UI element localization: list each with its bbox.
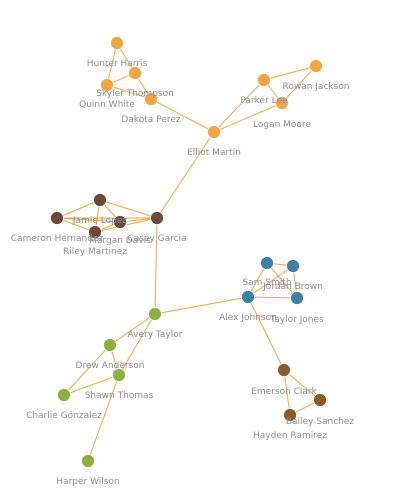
edge-alex-johnson-avery-taylor bbox=[154, 296, 249, 315]
node-label-logan-moore: Logan Moore bbox=[253, 120, 311, 130]
node-label-drew-anderson: Drew Anderson bbox=[76, 361, 145, 371]
edge-quinn-white-dakota-perez bbox=[106, 84, 152, 100]
edge-emerson-clark-bailey-sanchez bbox=[283, 369, 321, 401]
edge-avery-taylor-drew-anderson bbox=[109, 313, 156, 346]
edge-jamie-lopez-casey-garcia bbox=[99, 199, 158, 219]
node-jamie-lopez[interactable] bbox=[93, 193, 107, 207]
node-label-avery-taylor: Avery Taylor bbox=[128, 330, 183, 340]
edge-cameron-hernandez-morgan-davis bbox=[56, 217, 121, 223]
node-label-shawn-thomas: Shawn Thomas bbox=[85, 391, 154, 401]
node-emerson-clark[interactable] bbox=[277, 363, 291, 377]
node-quinn-white[interactable] bbox=[100, 78, 114, 92]
node-label-hayden-ramirez: Hayden Ramirez bbox=[253, 431, 327, 441]
node-jordan-brown[interactable] bbox=[286, 259, 300, 273]
edge-rowan-jackson-logan-moore bbox=[281, 65, 317, 104]
edge-avery-taylor-shawn-thomas bbox=[118, 313, 156, 376]
edge-sam-smith-taylor-jones bbox=[266, 262, 298, 299]
node-label-casey-garcia: Casey Garcia bbox=[127, 234, 186, 244]
node-label-quinn-white: Quinn White bbox=[79, 100, 135, 110]
node-label-skyler-thompson: Skyler Thompson bbox=[96, 89, 174, 99]
edge-alex-johnson-emerson-clark bbox=[247, 296, 285, 371]
node-logan-moore[interactable] bbox=[275, 96, 289, 110]
edge-shawn-thomas-charlie-gonzalez bbox=[63, 374, 120, 396]
node-harper-wilson[interactable] bbox=[81, 454, 95, 468]
edge-rowan-jackson-parker-lee bbox=[263, 65, 317, 81]
edge-alex-johnson-taylor-jones bbox=[247, 296, 298, 299]
node-label-morgan-davis: Morgan Davis bbox=[89, 236, 151, 246]
node-alex-johnson[interactable] bbox=[241, 290, 255, 304]
edge-drew-anderson-charlie-gonzalez bbox=[63, 344, 111, 396]
nodes-layer bbox=[50, 36, 327, 468]
node-label-rowan-jackson: Rowan Jackson bbox=[282, 82, 349, 92]
node-skyler-thompson[interactable] bbox=[128, 66, 142, 80]
edge-hunter-harris-quinn-white bbox=[106, 42, 118, 86]
node-drew-anderson[interactable] bbox=[103, 338, 117, 352]
node-elliot-martin[interactable] bbox=[207, 125, 221, 139]
node-hayden-ramirez[interactable] bbox=[283, 408, 297, 422]
node-label-alex-johnson: Alex Johnson bbox=[219, 313, 277, 323]
edge-casey-garcia-avery-taylor bbox=[154, 217, 158, 315]
node-morgan-davis[interactable] bbox=[113, 215, 127, 229]
node-label-jordan-brown: Jordan Brown bbox=[262, 282, 323, 292]
edge-shawn-thomas-harper-wilson bbox=[87, 374, 120, 462]
node-label-charlie-gonzalez: Charlie Gonzalez bbox=[26, 411, 102, 421]
node-hunter-harris[interactable] bbox=[110, 36, 124, 50]
node-label-emerson-clark: Emerson Clark bbox=[251, 387, 317, 397]
node-charlie-gonzalez[interactable] bbox=[57, 388, 71, 402]
node-label-sam-smith: Sam Smith bbox=[242, 278, 291, 288]
edge-jordan-brown-alex-johnson bbox=[247, 265, 294, 298]
node-label-jamie-lopez: Jamie Lopez bbox=[72, 216, 127, 226]
node-rowan-jackson[interactable] bbox=[309, 59, 323, 73]
node-label-taylor-jones: Taylor Jones bbox=[269, 315, 324, 325]
node-sam-smith[interactable] bbox=[260, 256, 274, 270]
node-cameron-hernandez[interactable] bbox=[50, 211, 64, 225]
node-casey-garcia[interactable] bbox=[150, 211, 164, 225]
node-riley-martinez[interactable] bbox=[88, 225, 102, 239]
node-bailey-sanchez[interactable] bbox=[313, 393, 327, 407]
node-taylor-jones[interactable] bbox=[290, 291, 304, 305]
node-label-harper-wilson: Harper Wilson bbox=[56, 477, 119, 487]
node-dakota-perez[interactable] bbox=[144, 92, 158, 106]
node-label-dakota-perez: Dakota Perez bbox=[121, 115, 180, 125]
edge-emerson-clark-hayden-ramirez bbox=[283, 369, 291, 416]
edge-elliot-martin-casey-garcia bbox=[156, 131, 215, 219]
node-parker-lee[interactable] bbox=[257, 73, 271, 87]
node-label-elliot-martin: Elliot Martin bbox=[187, 148, 241, 158]
node-shawn-thomas[interactable] bbox=[112, 368, 126, 382]
node-label-cameron-hernandez: Cameron Hernandez bbox=[11, 234, 104, 244]
edge-parker-lee-elliot-martin bbox=[213, 79, 265, 133]
edge-jamie-lopez-cameron-hernandez bbox=[56, 199, 101, 219]
node-label-riley-martinez: Riley Martinez bbox=[63, 247, 127, 257]
node-label-parker-lee: Parker Lee bbox=[240, 96, 288, 106]
edge-logan-moore-elliot-martin bbox=[213, 102, 283, 133]
node-label-hunter-harris: Hunter Harris bbox=[87, 59, 148, 69]
node-avery-taylor[interactable] bbox=[148, 307, 162, 321]
edge-dakota-perez-elliot-martin bbox=[150, 98, 215, 133]
node-label-bailey-sanchez: Bailey Sanchez bbox=[286, 417, 355, 427]
